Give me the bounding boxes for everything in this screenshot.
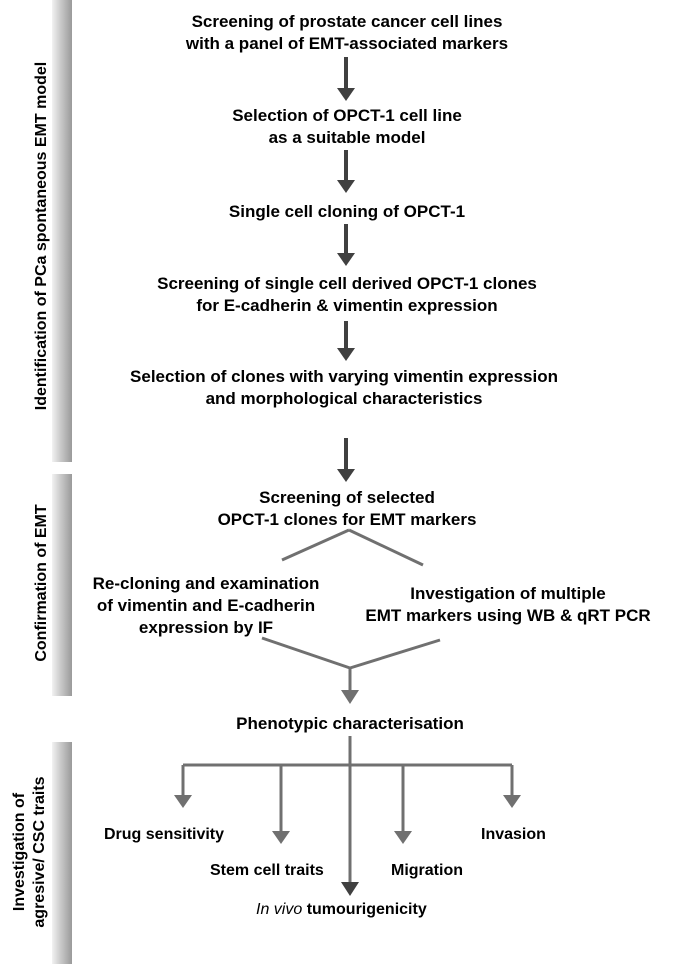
merge-connector-left: [261, 636, 351, 670]
step-5-line-1: Selection of clones with varying vimenti…: [130, 367, 558, 386]
arrow-head-4: [337, 348, 355, 361]
sidebar-bar-investigation: [52, 742, 72, 964]
step-1-line-1: Screening of prostate cancer cell lines: [191, 12, 503, 31]
trait-in-vivo-tumourigenicity: In vivo tumourigenicity: [256, 901, 427, 919]
in-vivo-suffix: tumourigenicity: [306, 901, 427, 918]
sidebar-bar-identification: [52, 0, 72, 462]
step-4-line-1: Screening of single cell derived OPCT-1 …: [157, 274, 537, 293]
split-connector-right: [348, 528, 424, 567]
branch-left-line-3: expression by IF: [138, 618, 274, 637]
arrow-head-3: [337, 253, 355, 266]
arrow-head-in-vivo: [341, 882, 359, 896]
branch-investigation-markers: Investigation of multiple EMT markers us…: [365, 583, 650, 627]
branch-right-line-1: Investigation of multiple: [410, 584, 606, 603]
step-screening-cell-lines: Screening of prostate cancer cell lines …: [186, 11, 508, 55]
arrow-head-2: [337, 180, 355, 193]
step-2-line-2: as a suitable model: [268, 128, 426, 147]
step-4-line-2: for E-cadherin & vimentin expression: [196, 296, 498, 315]
arrow-head-migration: [394, 831, 412, 844]
step-6-line-2: OPCT-1 clones for EMT markers: [217, 510, 477, 529]
step-screening-selected-clones: Screening of selected OPCT-1 clones for …: [218, 487, 477, 531]
arrow-head-5: [337, 469, 355, 482]
step-2-line-1: Selection of OPCT-1 cell line: [232, 106, 462, 125]
step-1-line-2: with a panel of EMT-associated markers: [185, 34, 509, 53]
step-6-line-1: Screening of selected: [259, 488, 435, 507]
arrow-head-merge: [341, 690, 359, 704]
branch-recloning: Re-cloning and examination of vimentin a…: [93, 573, 320, 639]
in-vivo-prefix: In vivo: [256, 901, 303, 918]
trait-migration: Migration: [391, 862, 463, 879]
phenotypic-label: Phenotypic characterisation: [236, 714, 464, 733]
step-5-line-2: and morphological characteristics: [205, 389, 483, 408]
trait-invasion: Invasion: [481, 826, 546, 843]
step-selection-clones: Selection of clones with varying vimenti…: [130, 366, 558, 410]
trait-drug-sensitivity: Drug sensitivity: [104, 826, 225, 843]
arrow-head-1: [337, 88, 355, 101]
branch-left-line-1: Re-cloning and examination: [92, 574, 320, 593]
sidebar-bar-confirmation: [52, 474, 72, 696]
merge-connector-right: [349, 638, 441, 670]
step-3-line-1: Single cell cloning of OPCT-1: [228, 202, 466, 221]
branch-left-line-2: of vimentin and E-cadherin: [96, 596, 316, 615]
step-screening-clones: Screening of single cell derived OPCT-1 …: [157, 273, 537, 317]
arrow-head-drug: [174, 795, 192, 808]
step-single-cell-cloning: Single cell cloning of OPCT-1: [229, 201, 465, 223]
branch-right-line-2: EMT markers using WB & qRT PCR: [365, 606, 651, 625]
split-connector-left: [281, 528, 350, 562]
arrow-head-stem: [272, 831, 290, 844]
step-selection-opct1: Selection of OPCT-1 cell line as a suita…: [232, 105, 462, 149]
trait-stem-cell-traits: Stem cell traits: [210, 862, 324, 879]
arrow-head-invasion: [503, 795, 521, 808]
step-phenotypic-characterisation: Phenotypic characterisation: [236, 713, 464, 735]
